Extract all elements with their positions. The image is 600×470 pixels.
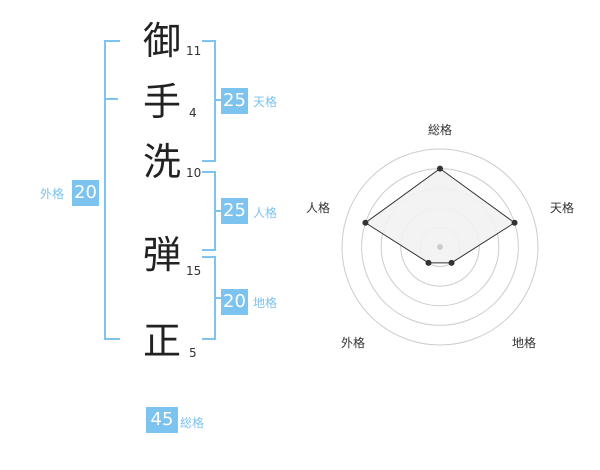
- radar-point-2: [448, 259, 455, 266]
- name-char-4: 弾: [142, 233, 181, 277]
- jinkaku-value: 25: [221, 198, 248, 224]
- radar-point-0: [437, 165, 443, 172]
- stroke-count-5: 5: [189, 346, 197, 360]
- radar-point-3: [425, 259, 432, 266]
- tenkaku-label: 天格: [253, 95, 278, 109]
- stroke-count-3: 10: [186, 166, 202, 180]
- chikaku-label: 地格: [253, 296, 278, 310]
- radar-point-1: [511, 219, 518, 226]
- radar-axis-label-gaikaku: 外格: [340, 336, 365, 350]
- chikaku-value: 20: [221, 289, 248, 315]
- gaikaku-bracket: [104, 40, 120, 340]
- name-char-2: 手: [142, 80, 181, 124]
- name-char-3: 洗: [142, 140, 181, 184]
- stroke-count-4: 15: [186, 264, 202, 278]
- tenkaku-value: 25: [221, 88, 248, 114]
- tenkaku-bracket: [202, 40, 216, 162]
- radar-point-4: [362, 219, 369, 226]
- radar-axis-label-soukaku: 総格: [427, 123, 452, 137]
- radar-center: [437, 244, 443, 250]
- gaikaku-tick: [106, 98, 118, 100]
- radar-ring-5: [341, 148, 539, 346]
- name-char-5: 正: [142, 319, 181, 363]
- radar-axis-label-chikaku: 地格: [511, 336, 536, 350]
- radar-series-polygon: [364, 167, 516, 264]
- tenkaku-tick: [214, 99, 222, 101]
- jinkaku-tick: [214, 210, 222, 212]
- stroke-count-2: 4: [189, 106, 197, 120]
- chikaku-tick: [214, 297, 222, 299]
- soukaku-label: 総格: [180, 416, 205, 430]
- jinkaku-label: 人格: [253, 206, 278, 220]
- gaikaku-value: 20: [72, 180, 99, 206]
- soukaku-value: 45: [146, 407, 178, 433]
- gaikaku-label: 外格: [40, 187, 65, 201]
- radar-axis-label-jinkaku: 人格: [305, 201, 330, 215]
- name-char-1: 御: [142, 19, 181, 63]
- radar-axis-label-tenkaku: 天格: [549, 201, 574, 215]
- stroke-count-1: 11: [186, 44, 202, 58]
